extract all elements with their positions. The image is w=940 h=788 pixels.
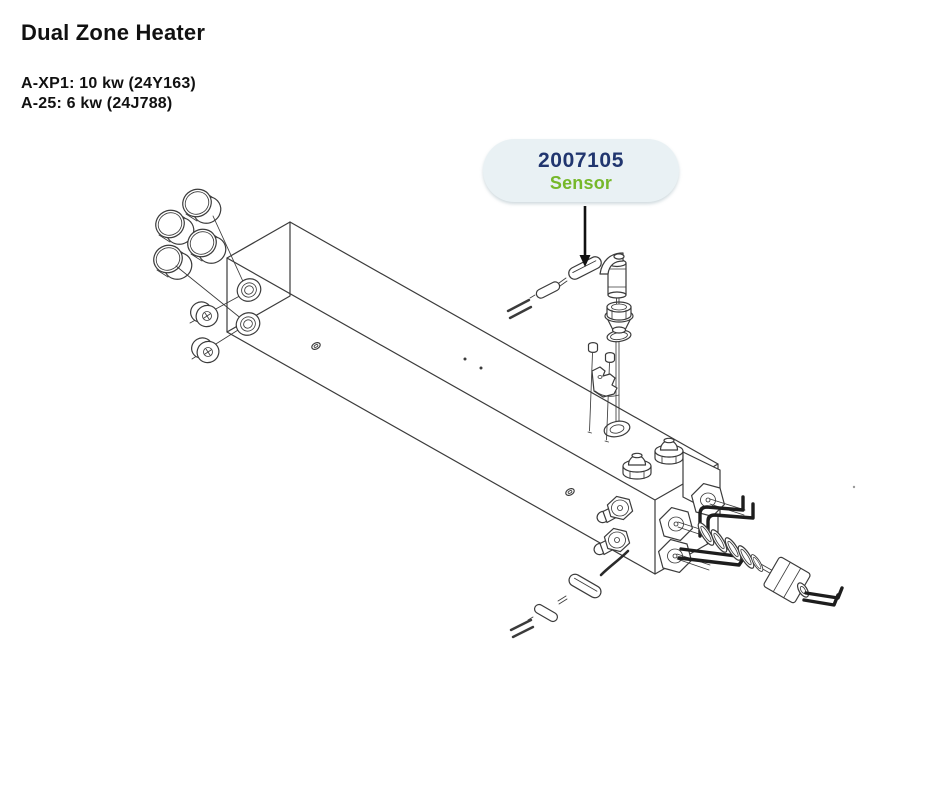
heater-block [226, 221, 719, 575]
end-caps [148, 183, 232, 285]
page-title: Dual Zone Heater [21, 20, 206, 45]
sensor-bracket [591, 366, 620, 398]
heater-elements [657, 451, 844, 607]
sensor-screws [587, 342, 616, 443]
model-specs: A-XP1: 10 kw (24Y163) A-25: 6 kw (24J788… [21, 74, 196, 113]
part-name-label: Sensor [549, 172, 613, 193]
sensor-wire-fork [506, 298, 533, 320]
exploded-element [694, 520, 844, 607]
sensor-assembly [506, 252, 634, 443]
sensor-gland [604, 301, 634, 334]
part-number: 2007105 [538, 148, 624, 172]
model-spec-axp1: A-XP1: 10 kw (24Y163) [21, 75, 196, 92]
lower-sensor-cable [509, 549, 630, 639]
block-holes [311, 342, 856, 496]
callout-arrow [579, 206, 591, 267]
part-callout[interactable]: 2007105 Sensor [483, 139, 679, 202]
model-spec-a25: A-25: 6 kw (24J788) [21, 94, 173, 112]
leader-lines [175, 215, 248, 360]
